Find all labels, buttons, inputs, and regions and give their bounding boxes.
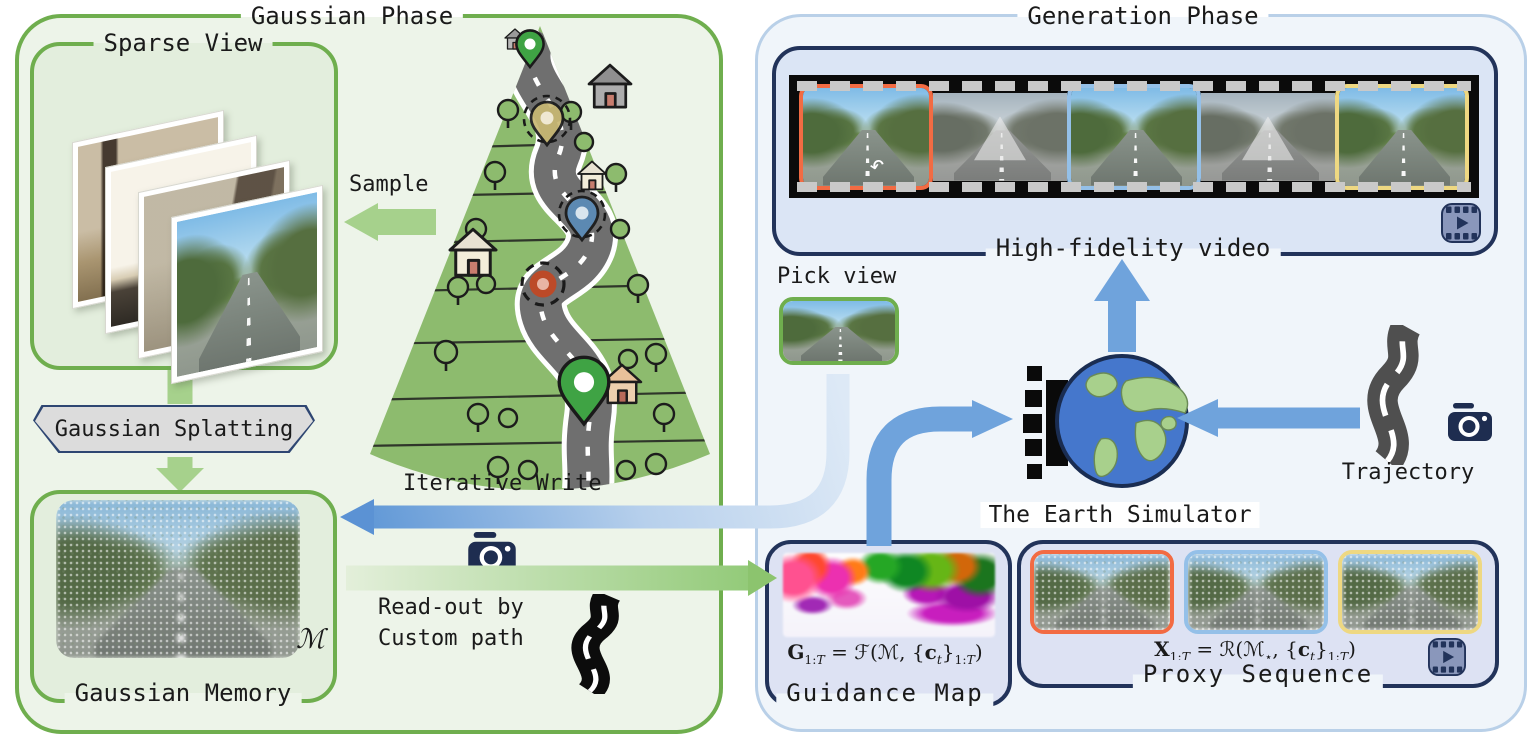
guidance-formula: G1:T = ℱ(ℳ, {ct}1:T): [787, 640, 983, 667]
gaussian-splatting-label: Gaussian Splatting: [35, 407, 313, 451]
sparse-photo-4: [171, 184, 323, 385]
blue-pin-ring: [557, 189, 607, 239]
gaussian-phase-title: Gaussian Phase: [240, 2, 464, 30]
sprocket-holes-bottom: [797, 182, 1471, 192]
proxy-sequence-label: Proxy Sequence: [1132, 660, 1384, 688]
chip-square: [1027, 464, 1042, 479]
chip-square: [1025, 439, 1042, 456]
splatted-road-render: [56, 500, 300, 658]
road-frame: [1071, 87, 1197, 186]
proxy-frame-2: [1184, 550, 1328, 634]
trajectory-road-icon: [1355, 325, 1450, 465]
continents: [1085, 372, 1189, 478]
custom-path-road-icon: [560, 594, 648, 694]
memory-symbol: ℳ: [296, 624, 325, 655]
earth-globe-icon: [1055, 354, 1189, 488]
readout-line2: Custom path: [378, 626, 524, 651]
pick-view-thumbnail: [779, 297, 899, 365]
video-frame-1: ↶: [799, 83, 933, 190]
video-frame-4: [1201, 92, 1335, 181]
proxy-road-render: [1188, 554, 1324, 630]
guidance-map-label: Guidance Map: [776, 679, 994, 707]
chip-square: [1025, 390, 1042, 407]
proxy-road-render: [1034, 554, 1170, 630]
readout-label: Read-out by Custom path: [378, 592, 524, 654]
sprocket-holes-top: [797, 81, 1471, 91]
map-illustration: [370, 26, 710, 490]
video-frame-5: [1335, 83, 1469, 190]
chip-square: [1023, 414, 1042, 433]
generation-phase-title: Generation Phase: [1017, 2, 1269, 30]
camera-icon: [468, 532, 516, 573]
video-frame-3: [1067, 83, 1201, 190]
proxy-frame-3: [1338, 550, 1482, 634]
gaussian-splatting-box: Gaussian Splatting: [33, 405, 315, 453]
film-strip: ↶: [789, 75, 1479, 198]
road-photo: [177, 192, 317, 377]
high-fidelity-video-label: High-fidelity video: [985, 234, 1281, 262]
proxy-frame-1: [1030, 550, 1174, 634]
pick-view-label: Pick view: [777, 264, 897, 289]
sparse-view-label: Sparse View: [93, 29, 273, 57]
camera-icon: [1448, 403, 1492, 441]
film-frames: ↶: [799, 75, 1469, 198]
gaussian-memory-label: Gaussian Memory: [64, 679, 302, 707]
khaki-pin-ring: [522, 94, 572, 144]
chip-square: [1027, 366, 1042, 381]
proxy-road-render: [1342, 554, 1478, 630]
trajectory-label: Trajectory: [1341, 460, 1475, 485]
readout-line1: Read-out by: [378, 595, 524, 620]
red-marker: [520, 261, 566, 307]
gaussian-memory-image: [56, 500, 300, 658]
video-play-icon: [1428, 638, 1466, 676]
sample-label: Sample: [349, 172, 429, 197]
guidance-map-image: [783, 553, 995, 637]
road-frame: [1339, 87, 1465, 186]
iterative-write-label: Iterative Write: [403, 471, 602, 496]
blue-pin: [564, 195, 600, 243]
earth-simulator-label: The Earth Simulator: [980, 502, 1260, 528]
video-frame-2: [933, 92, 1067, 181]
start-pin: [515, 29, 545, 70]
khaki-pin: [529, 100, 565, 148]
picked-road-view: [783, 301, 895, 361]
road-frame: [803, 87, 929, 186]
video-play-icon: [1441, 203, 1481, 243]
